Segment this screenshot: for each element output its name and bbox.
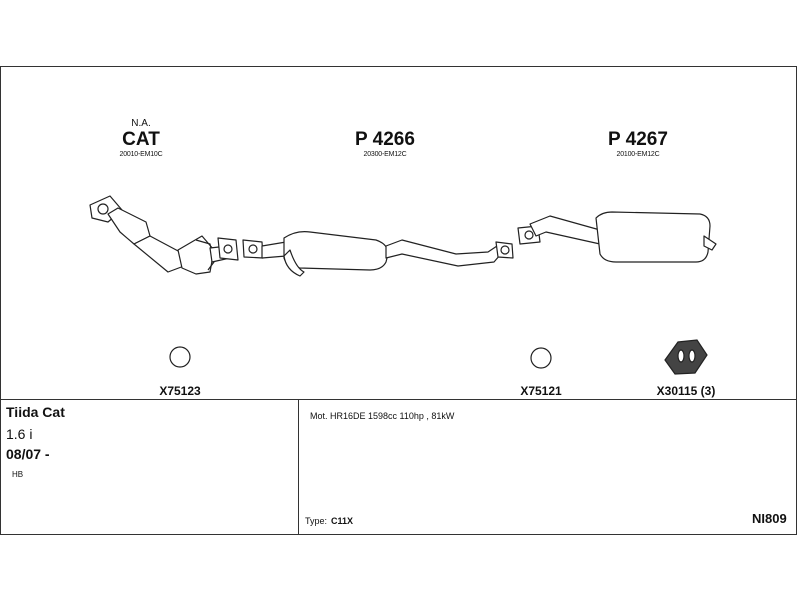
middle-silencer bbox=[261, 231, 507, 277]
oem-code: 20100-EM12C bbox=[616, 151, 660, 158]
callout-note: N.A. bbox=[131, 118, 151, 129]
type-label: Type: bbox=[305, 516, 328, 526]
callout-middle-silencer: P 4266 20300-EM12C bbox=[355, 129, 415, 159]
flange-front bbox=[217, 237, 239, 261]
callout-rear-silencer: P 4267 20100-EM12C bbox=[608, 129, 668, 159]
vehicle-model: Tiida Cat bbox=[6, 404, 65, 420]
motor-spec: Mot. HR16DE 1598cc 110hp , 81kW bbox=[310, 411, 455, 421]
oem-code: 20010-EM10C bbox=[119, 151, 163, 158]
gasket-ring-icon bbox=[530, 347, 552, 369]
oem-code: 20300-EM12C bbox=[363, 151, 407, 158]
type-line: Type:C11X bbox=[305, 516, 353, 526]
reference-number: NI809 bbox=[752, 511, 787, 526]
vehicle-body-type: HB bbox=[12, 470, 24, 479]
horizontal-divider bbox=[0, 399, 797, 400]
callout-catalytic-converter: N.A. CAT 20010-EM10C bbox=[120, 118, 163, 159]
part-number: P 4267 bbox=[608, 129, 668, 150]
vehicle-years: 08/07 - bbox=[6, 446, 50, 462]
type-value: C11X bbox=[331, 516, 354, 526]
part-number: P 4266 bbox=[355, 129, 415, 150]
fitting-label: X30115 (3) bbox=[656, 384, 716, 398]
vehicle-engine: 1.6 i bbox=[6, 426, 33, 442]
flange-middle-outlet bbox=[495, 241, 514, 259]
rubber-hanger-icon bbox=[664, 339, 708, 375]
part-number: CAT bbox=[122, 129, 160, 150]
catalytic-converter bbox=[107, 207, 231, 275]
fitting-label: X75123 bbox=[159, 384, 201, 398]
fitting-label: X75121 bbox=[520, 384, 562, 398]
rear-silencer bbox=[529, 211, 717, 263]
gasket-ring-icon bbox=[169, 346, 191, 368]
flange-middle-inlet bbox=[242, 239, 264, 259]
diagram-frame bbox=[0, 66, 797, 535]
vertical-divider bbox=[298, 399, 299, 535]
